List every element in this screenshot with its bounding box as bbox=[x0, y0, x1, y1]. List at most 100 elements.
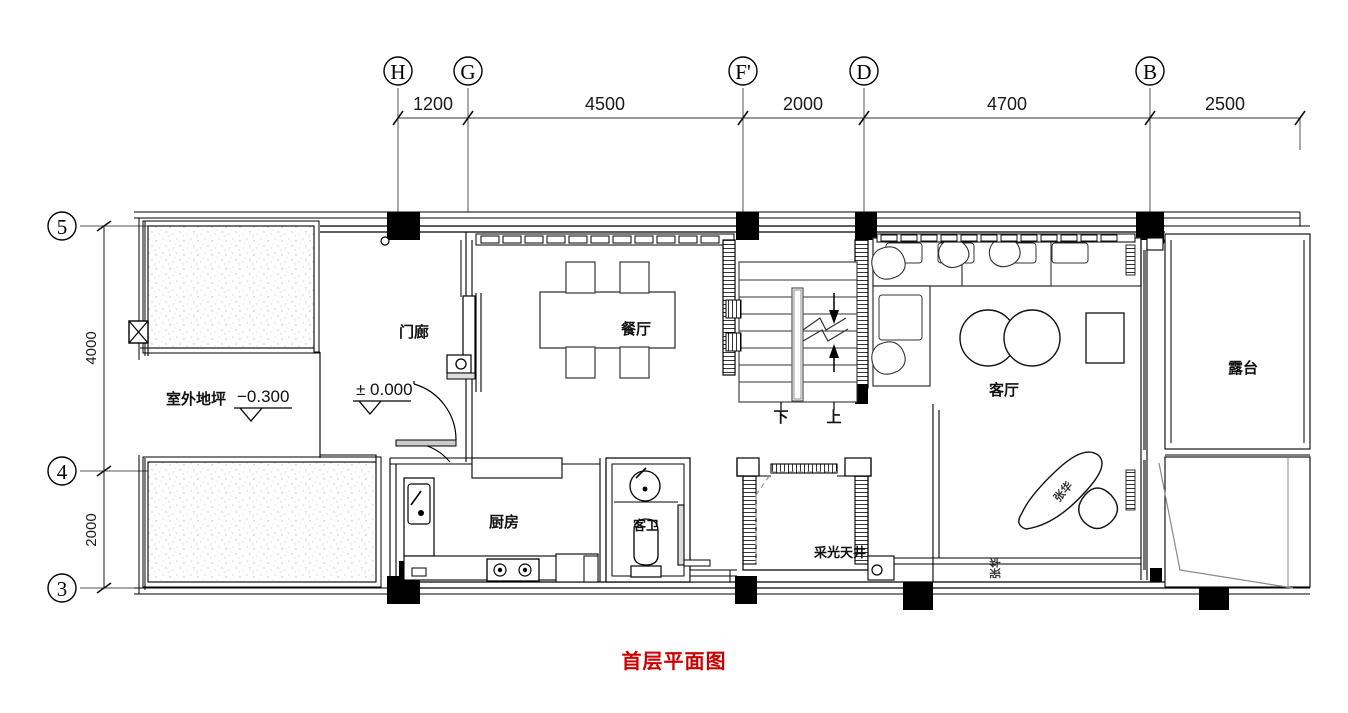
outdoor-garden-lower bbox=[138, 455, 382, 594]
grid-bubble-B[interactable]: B bbox=[1135, 56, 1165, 86]
side-gate-symbol bbox=[128, 320, 149, 344]
structural-columns bbox=[387, 212, 1229, 610]
dimension-value-4000: 4000 bbox=[83, 331, 100, 364]
grid-bubble-label: B bbox=[1143, 60, 1157, 84]
outdoor-garden-upper bbox=[138, 218, 320, 360]
bathroom-shower-screen bbox=[677, 504, 685, 566]
grid-axis-system-left: 5 4 3 4000 2000 bbox=[47, 211, 160, 603]
dining-chair bbox=[619, 261, 650, 294]
grid-bubble-label: H bbox=[390, 60, 405, 84]
light-well-left-wall bbox=[742, 475, 757, 565]
kitchen-sink bbox=[407, 483, 431, 525]
grid-bubble-label: G bbox=[460, 60, 475, 84]
stair-break-line bbox=[802, 328, 849, 342]
bathroom-faucet bbox=[635, 467, 647, 479]
drawing-title: 首层平面图 bbox=[621, 649, 727, 673]
room-label-lightwell: 采光天井 bbox=[813, 545, 866, 561]
living-right-glazing bbox=[1140, 238, 1148, 580]
watermark-text: 张华 bbox=[988, 557, 1002, 579]
misc-wall-segments bbox=[690, 557, 933, 577]
stair-break-line bbox=[802, 317, 847, 331]
side-table bbox=[1085, 312, 1125, 364]
dining-chair bbox=[565, 261, 596, 294]
grid-bubble-H[interactable]: H bbox=[383, 56, 413, 86]
stair-up-label: 上 bbox=[826, 408, 841, 426]
terrace-door bbox=[1146, 237, 1164, 251]
level-marker-outdoor: 室外地坪 −0.300 bbox=[166, 387, 292, 423]
garden-boundary-lines bbox=[140, 347, 377, 462]
grid-bubble-F[interactable]: F' bbox=[728, 56, 758, 86]
coffee-table-round bbox=[1003, 309, 1061, 367]
dining-table bbox=[539, 291, 676, 349]
grid-bubble-3[interactable]: 3 bbox=[47, 573, 77, 603]
dimension-value-4500: 4500 bbox=[585, 94, 625, 114]
light-well-top-wall bbox=[770, 463, 838, 474]
living-wall-detail bbox=[1125, 244, 1136, 276]
lounge-chair bbox=[1018, 451, 1103, 530]
room-living bbox=[871, 236, 1165, 582]
living-curtain-wall bbox=[876, 233, 1136, 243]
dimension-value-1200: 1200 bbox=[413, 94, 453, 114]
stair-direction-arrows bbox=[829, 293, 839, 372]
dining-chair bbox=[565, 346, 596, 379]
grid-bubble-label: 4 bbox=[57, 460, 68, 484]
room-label-kitchen: 厨房 bbox=[489, 513, 519, 531]
room-label-living: 客厅 bbox=[988, 381, 1019, 399]
grid-bubble-G[interactable]: G bbox=[453, 56, 483, 86]
room-terrace bbox=[1146, 212, 1311, 589]
kitchen-appliance bbox=[411, 567, 427, 577]
terrace-slope-line bbox=[1158, 462, 1294, 589]
level-label-outdoor: 室外地坪 bbox=[166, 390, 226, 408]
drawing-title-block: 首层平面图 bbox=[0, 645, 1348, 674]
skylight-slope-line bbox=[755, 471, 837, 496]
porch-fixture bbox=[446, 354, 476, 380]
dining-chair bbox=[619, 346, 650, 379]
stair-wall-end bbox=[855, 384, 868, 404]
grid-bubble-D[interactable]: D bbox=[849, 56, 879, 86]
level-value-outdoor: −0.300 bbox=[237, 387, 289, 406]
dimension-value-4700: 4700 bbox=[987, 94, 1027, 114]
bathroom-toilet bbox=[630, 518, 662, 578]
grid-bubble-5[interactable]: 5 bbox=[47, 211, 77, 241]
room-label-terrace: 露台 bbox=[1228, 359, 1258, 377]
grid-axis-system-top: H G F' D B 1200 4500 2000 4700 bbox=[383, 56, 1306, 212]
grid-bubble-label: F' bbox=[735, 60, 750, 84]
room-label-porch: 门廊 bbox=[399, 323, 429, 341]
grid-extension-lines bbox=[397, 88, 1301, 212]
room-label-bathroom: 客卫 bbox=[633, 518, 659, 534]
stair-window-panels bbox=[725, 299, 742, 352]
staircase: 下 上 bbox=[722, 239, 869, 426]
kitchen-cabinet-narrow bbox=[583, 555, 599, 583]
room-entry-porch bbox=[380, 232, 476, 578]
sofa-set bbox=[871, 237, 1142, 387]
dimension-value-2000: 2000 bbox=[83, 513, 100, 546]
dimension-ticks-horizontal bbox=[392, 110, 1306, 126]
grid-bubble-4[interactable]: 4 bbox=[47, 456, 77, 486]
dimension-value-2000: 2000 bbox=[783, 94, 823, 114]
living-wall-detail bbox=[1125, 469, 1136, 511]
dimension-ticks-vertical bbox=[96, 220, 112, 594]
room-kitchen bbox=[396, 457, 607, 583]
entry-door-swing bbox=[395, 381, 457, 463]
room-light-well bbox=[736, 457, 895, 581]
grid-bubble-label: D bbox=[856, 60, 871, 84]
bathroom-washbasin bbox=[629, 470, 661, 502]
grid-bubble-label: 3 bbox=[57, 577, 68, 601]
kitchen-upper-counter bbox=[471, 457, 563, 479]
ottoman bbox=[1078, 487, 1119, 530]
kitchen-faucet bbox=[410, 490, 422, 506]
stair-down-label: 下 bbox=[773, 408, 788, 426]
stair-handrail-inner bbox=[793, 289, 802, 400]
bathroom-ledge bbox=[683, 559, 711, 567]
room-guest-bathroom bbox=[605, 457, 731, 583]
building-envelope bbox=[320, 225, 1215, 589]
grid-bubble-label: 5 bbox=[57, 215, 68, 239]
room-label-dining: 餐厅 bbox=[621, 320, 651, 338]
dining-curtain-wall bbox=[475, 233, 735, 246]
room-dining bbox=[475, 233, 735, 392]
level-marker-interior: ± 0.000 bbox=[353, 380, 413, 416]
kitchen-sink-drain bbox=[418, 510, 424, 516]
level-value-interior: ± 0.000 bbox=[356, 380, 413, 399]
